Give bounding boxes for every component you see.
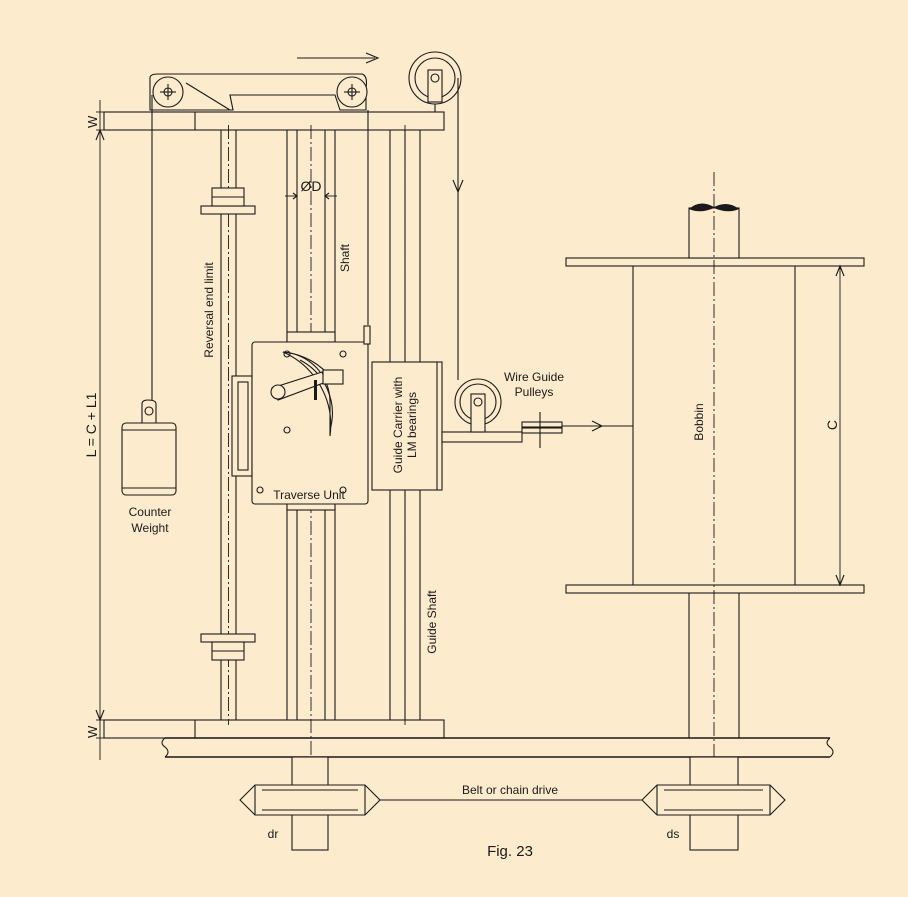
w-bottom-label: W: [85, 725, 100, 738]
dr-label: dr: [268, 827, 279, 841]
wire-path: [151, 52, 464, 405]
bobbin-label: Bobbin: [692, 403, 706, 440]
guide-shaft-label: Guide Shaft: [425, 590, 439, 654]
base-frame: [161, 737, 834, 758]
figure-caption: Fig. 23: [487, 843, 533, 860]
top-wire-pulley: [408, 51, 462, 112]
counter-weight-label-2: Weight: [131, 521, 169, 535]
w-top-label: W: [85, 115, 100, 128]
guide-carrier-label-1: Guide Carrier with: [391, 377, 405, 474]
bottom-plate: [103, 719, 445, 739]
belt-label: Belt or chain drive: [462, 783, 558, 797]
wire-guide-label-2: Pulleys: [515, 385, 554, 399]
traverse-unit-label: Traverse Unit: [273, 488, 345, 502]
top-plate: [103, 111, 445, 131]
wire-guide-label-1: Wire Guide: [504, 370, 564, 384]
drive-pulley-right: [641, 756, 786, 851]
diameter-label: ØD: [301, 178, 322, 194]
wire-guide-pulleys: [454, 378, 633, 448]
length-dimension: [95, 100, 105, 760]
length-label: L = C + L1: [83, 392, 99, 457]
pulley-arm: [149, 73, 368, 111]
drive-pulley-left: [239, 756, 381, 851]
c-dimension-label: C: [824, 420, 840, 430]
counter-weight-label-1: Counter: [129, 505, 172, 519]
reversal-label: Reversal end limit: [202, 262, 216, 358]
ds-label: ds: [667, 827, 680, 841]
shaft-label: Shaft: [338, 243, 352, 272]
bobbin: [565, 172, 865, 850]
guide-carrier-label-2: LM bearings: [405, 392, 419, 458]
guide-carrier: [371, 361, 523, 491]
traverse-unit-block: [231, 325, 371, 511]
counter-weight: [121, 399, 177, 496]
